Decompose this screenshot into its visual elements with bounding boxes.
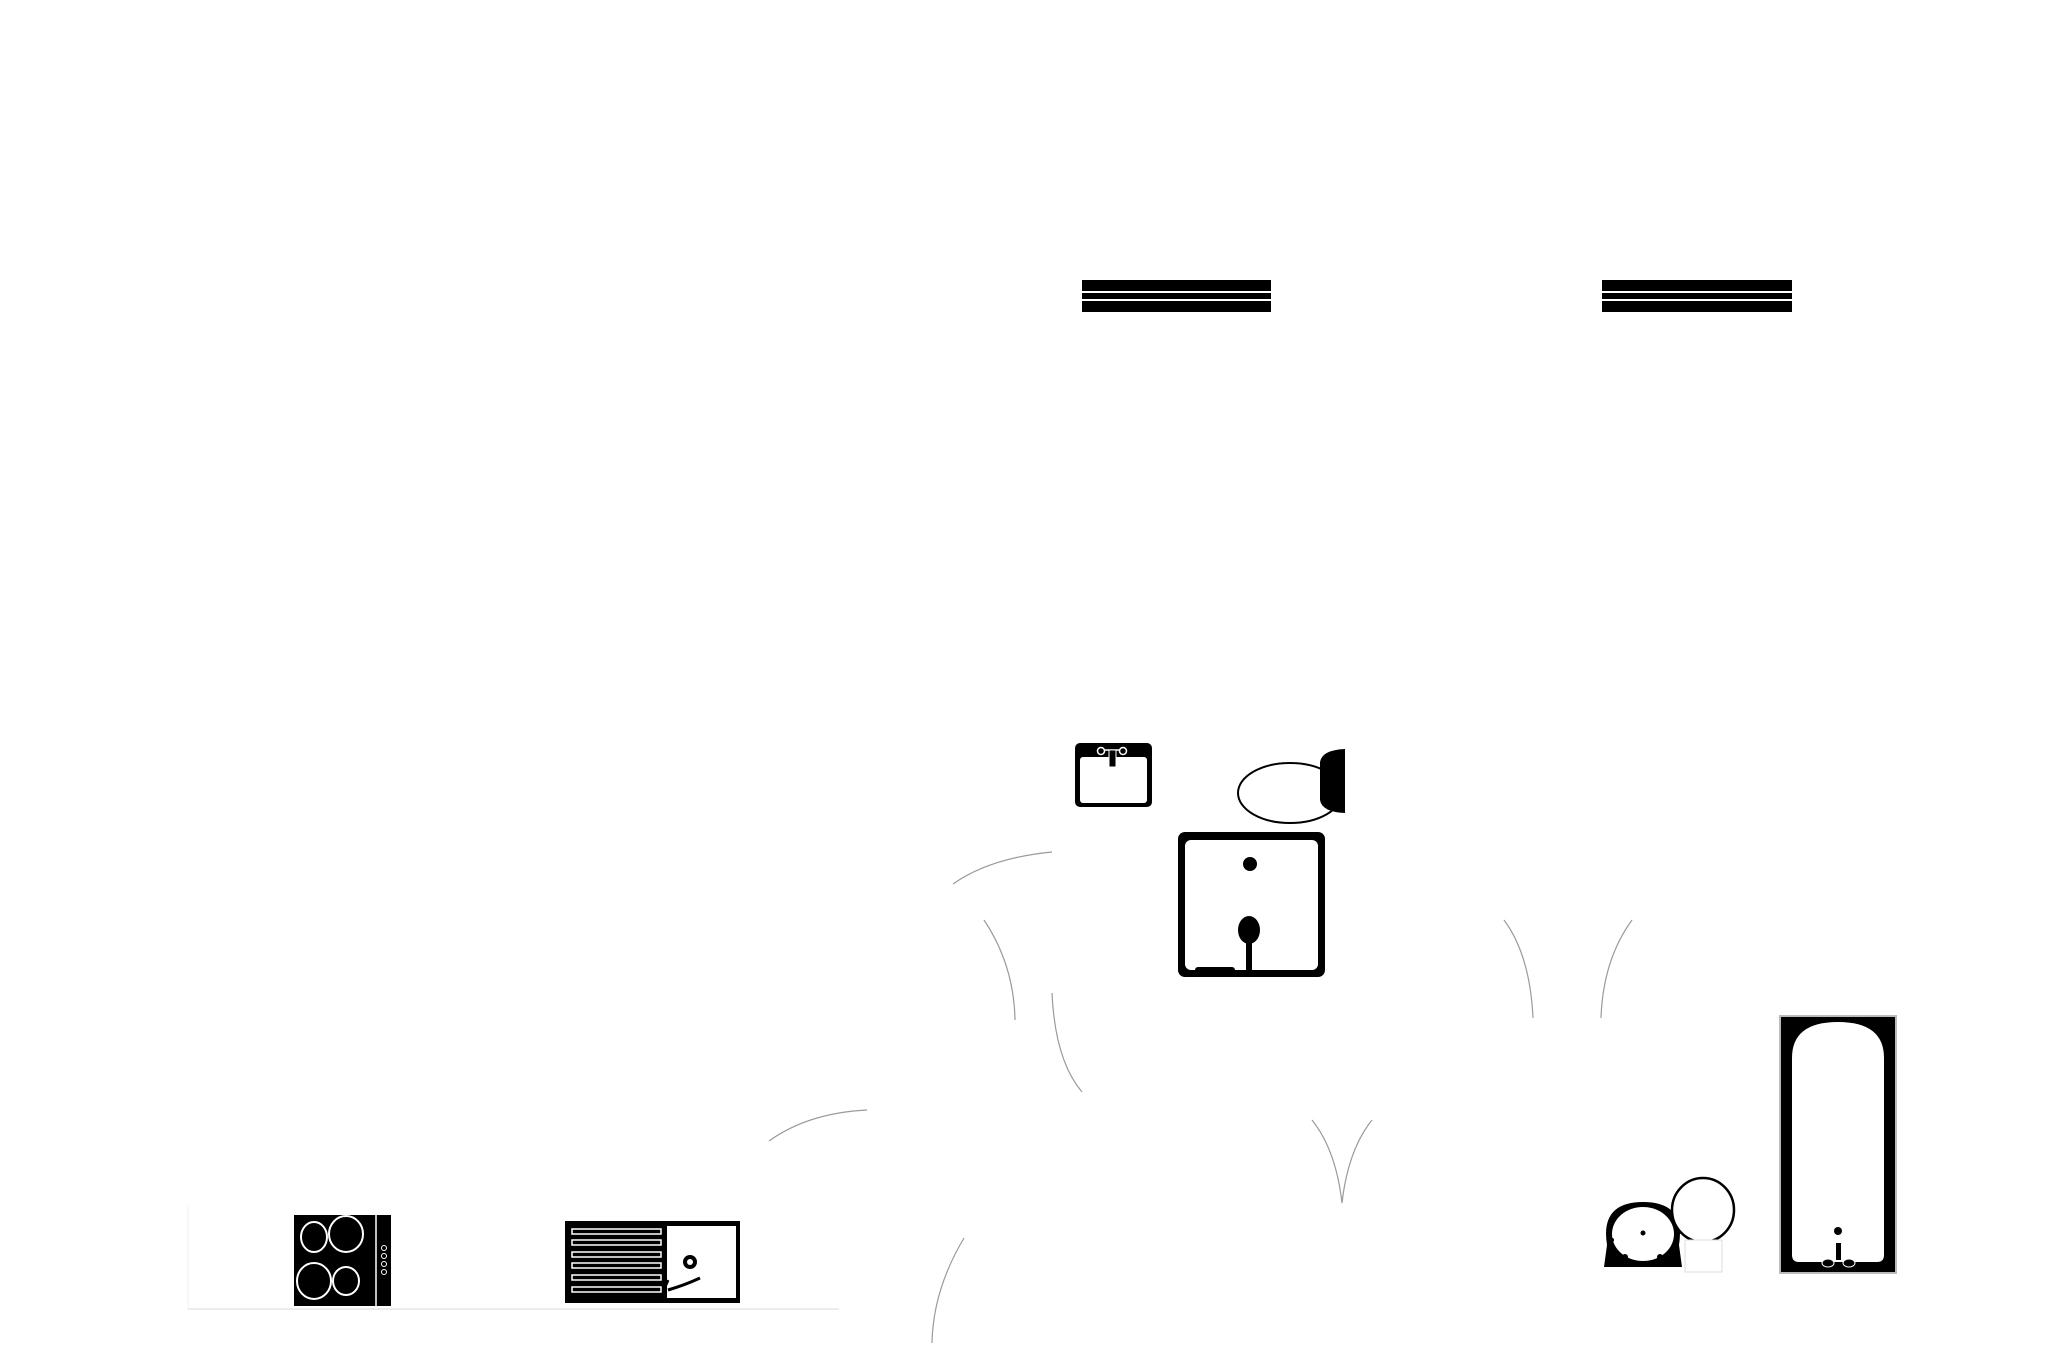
door-arc xyxy=(1051,992,1083,1093)
door-arc xyxy=(1341,1119,1373,1204)
shower-tray-icon xyxy=(1178,832,1325,977)
door-arc xyxy=(1311,1119,1343,1204)
washbasin-icon xyxy=(1075,743,1152,807)
bathtub-icon xyxy=(1779,1015,1897,1274)
door-arcs xyxy=(768,851,1633,1344)
door-arc xyxy=(952,851,1053,885)
door-arc xyxy=(1503,919,1534,1019)
door-arc xyxy=(768,1109,868,1142)
door-arc xyxy=(983,919,1016,1021)
kitchen-sink-icon xyxy=(565,1221,740,1303)
door-arc xyxy=(931,1237,965,1344)
toilet-round-icon xyxy=(1670,1176,1736,1273)
window-left xyxy=(1082,280,1271,312)
hob-icon xyxy=(294,1215,391,1306)
door-arc xyxy=(1600,919,1633,1019)
toilet-icon xyxy=(1237,749,1345,824)
bidet-icon xyxy=(1604,1202,1682,1267)
window-right xyxy=(1602,280,1792,312)
